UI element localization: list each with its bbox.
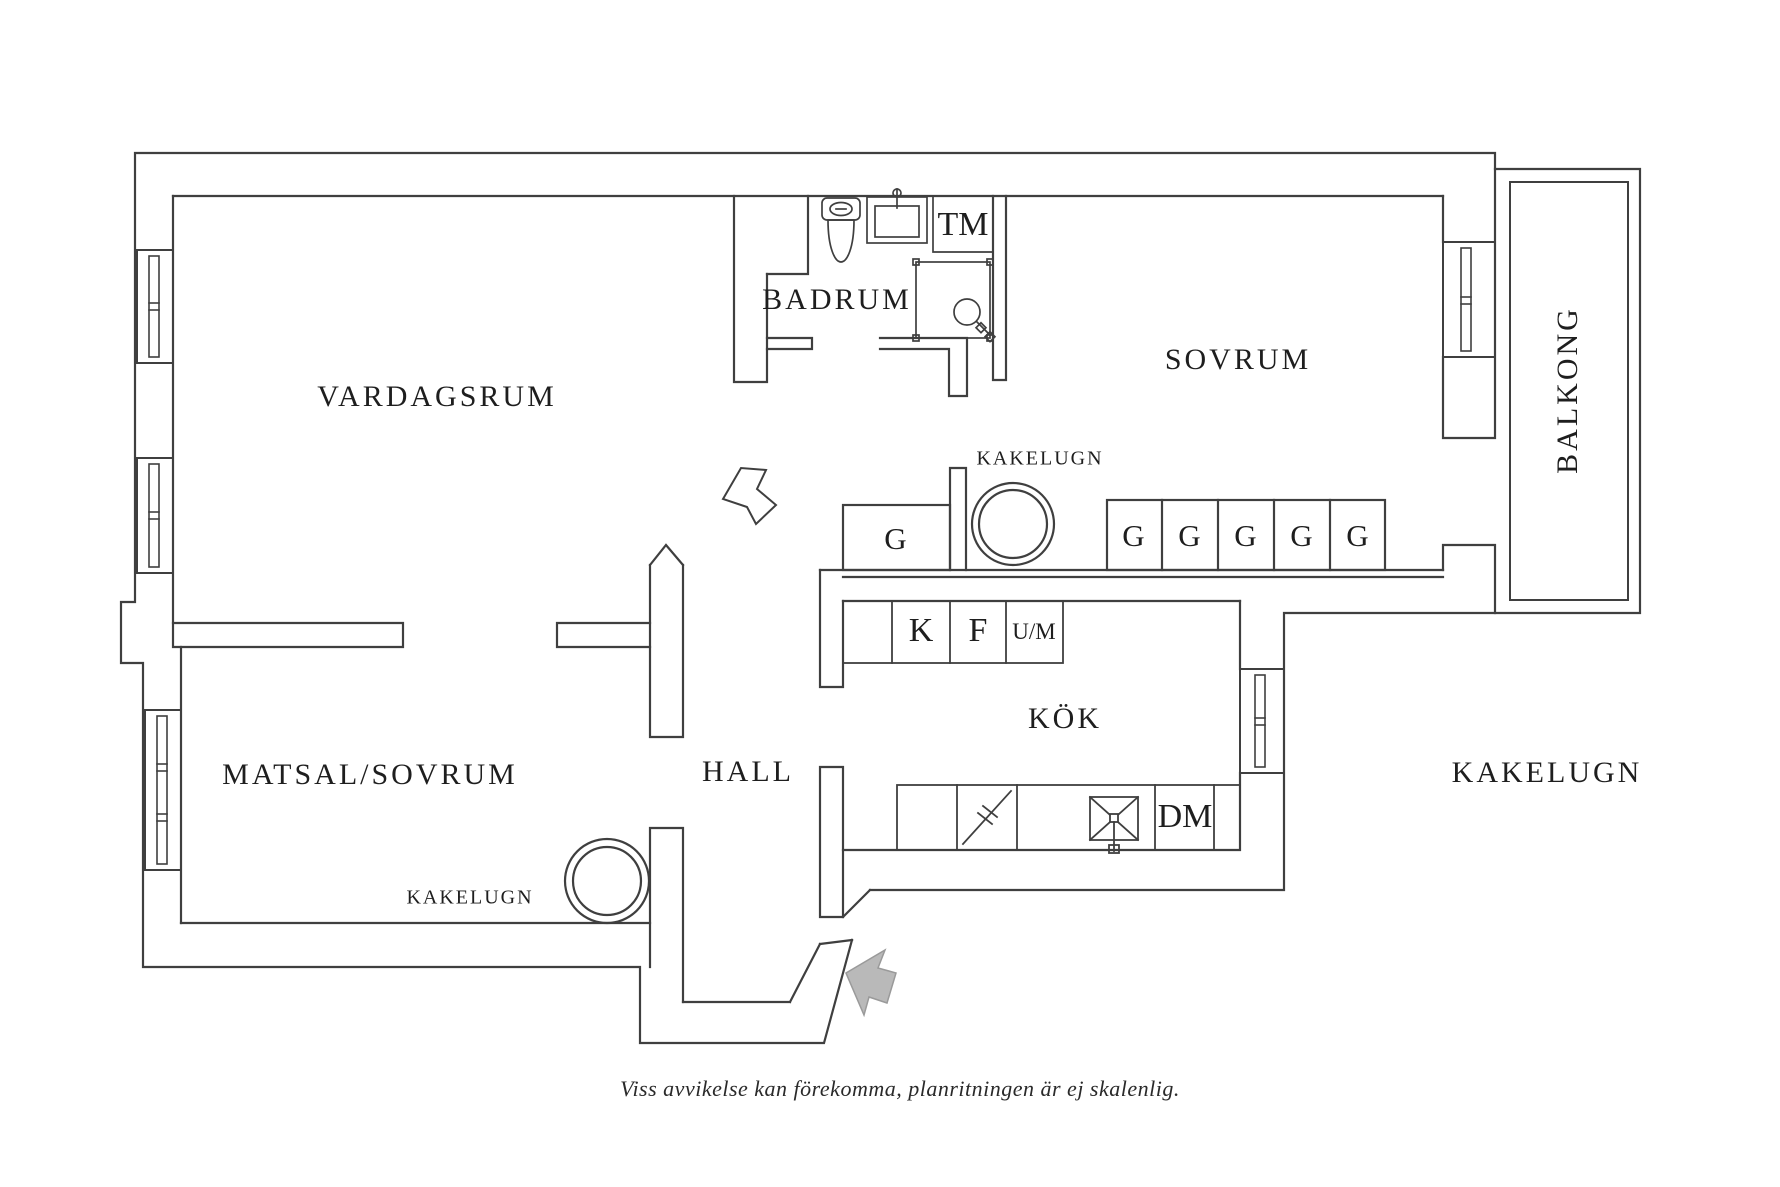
room-label-badrum: BADRUM — [762, 283, 912, 316]
arrows — [721, 466, 897, 1018]
window-icon — [1239, 668, 1285, 774]
bathroom-fixtures — [821, 188, 997, 343]
wardrobe-box — [841, 503, 952, 572]
window-icon — [136, 457, 174, 574]
stove-label-kakelugn-right: KAKELUGN — [1451, 756, 1643, 789]
kitchen-fixtures — [842, 600, 1241, 854]
appliance-label-k: K — [908, 612, 934, 649]
stove-icon — [961, 789, 1013, 846]
wardrobe-label-g: G — [1234, 518, 1258, 553]
appliance-label-tm: TM — [937, 206, 989, 243]
window-icon — [1442, 241, 1496, 358]
stove-label-kakelugn-matsal: KAKELUGN — [406, 886, 534, 909]
kitchen-upper-cabinets — [842, 600, 1064, 664]
appliance-label-dm: DM — [1157, 798, 1213, 835]
room-label-balkong: BALKONG — [1551, 306, 1584, 474]
kakelugn-stoves — [563, 481, 1056, 925]
kitchen-sink-icon — [1088, 795, 1140, 854]
appliance-label-um: U/M — [1012, 619, 1056, 644]
room-label-vardagsrum: VARDAGSRUM — [317, 380, 557, 413]
wardrobe-label-g: G — [1346, 518, 1370, 553]
entrance-arrow-icon — [845, 948, 897, 1018]
room-label-sovrum: SOVRUM — [1164, 343, 1312, 376]
shower-icon — [912, 258, 997, 343]
windows — [136, 241, 1496, 871]
appliance-label-f: F — [968, 612, 988, 649]
kakelugn-circle-icon — [563, 837, 651, 925]
outer-walls — [119, 151, 1642, 1045]
washing-machine-box — [932, 195, 994, 253]
passage-arrow-icon — [721, 466, 778, 526]
washbasin-icon — [866, 188, 928, 244]
room-label-matsal: MATSAL/SOVRUM — [222, 758, 518, 791]
disclaimer-text: Viss avvikelse kan förekomma, planritnin… — [620, 1076, 1180, 1101]
kitchen-counter — [896, 784, 1241, 851]
wardrobe-label-g: G — [1122, 518, 1146, 553]
wardrobe-label-g: G — [1290, 518, 1314, 553]
balcony-rail — [1509, 181, 1629, 601]
room-label-kok: KÖK — [1028, 702, 1102, 735]
room-label-hall: HALL — [702, 755, 794, 788]
wardrobe-row — [1105, 498, 1387, 572]
wardrobe-label-g: G — [1178, 518, 1202, 553]
wardrobes — [841, 498, 1387, 572]
kakelugn-circle-icon — [970, 481, 1056, 567]
toilet-icon — [821, 197, 861, 263]
wardrobe-label-g: G — [884, 521, 908, 556]
stove-label-kakelugn-sovrum: KAKELUGN — [976, 447, 1104, 470]
window-icon — [136, 249, 174, 364]
window-icon — [144, 709, 182, 871]
